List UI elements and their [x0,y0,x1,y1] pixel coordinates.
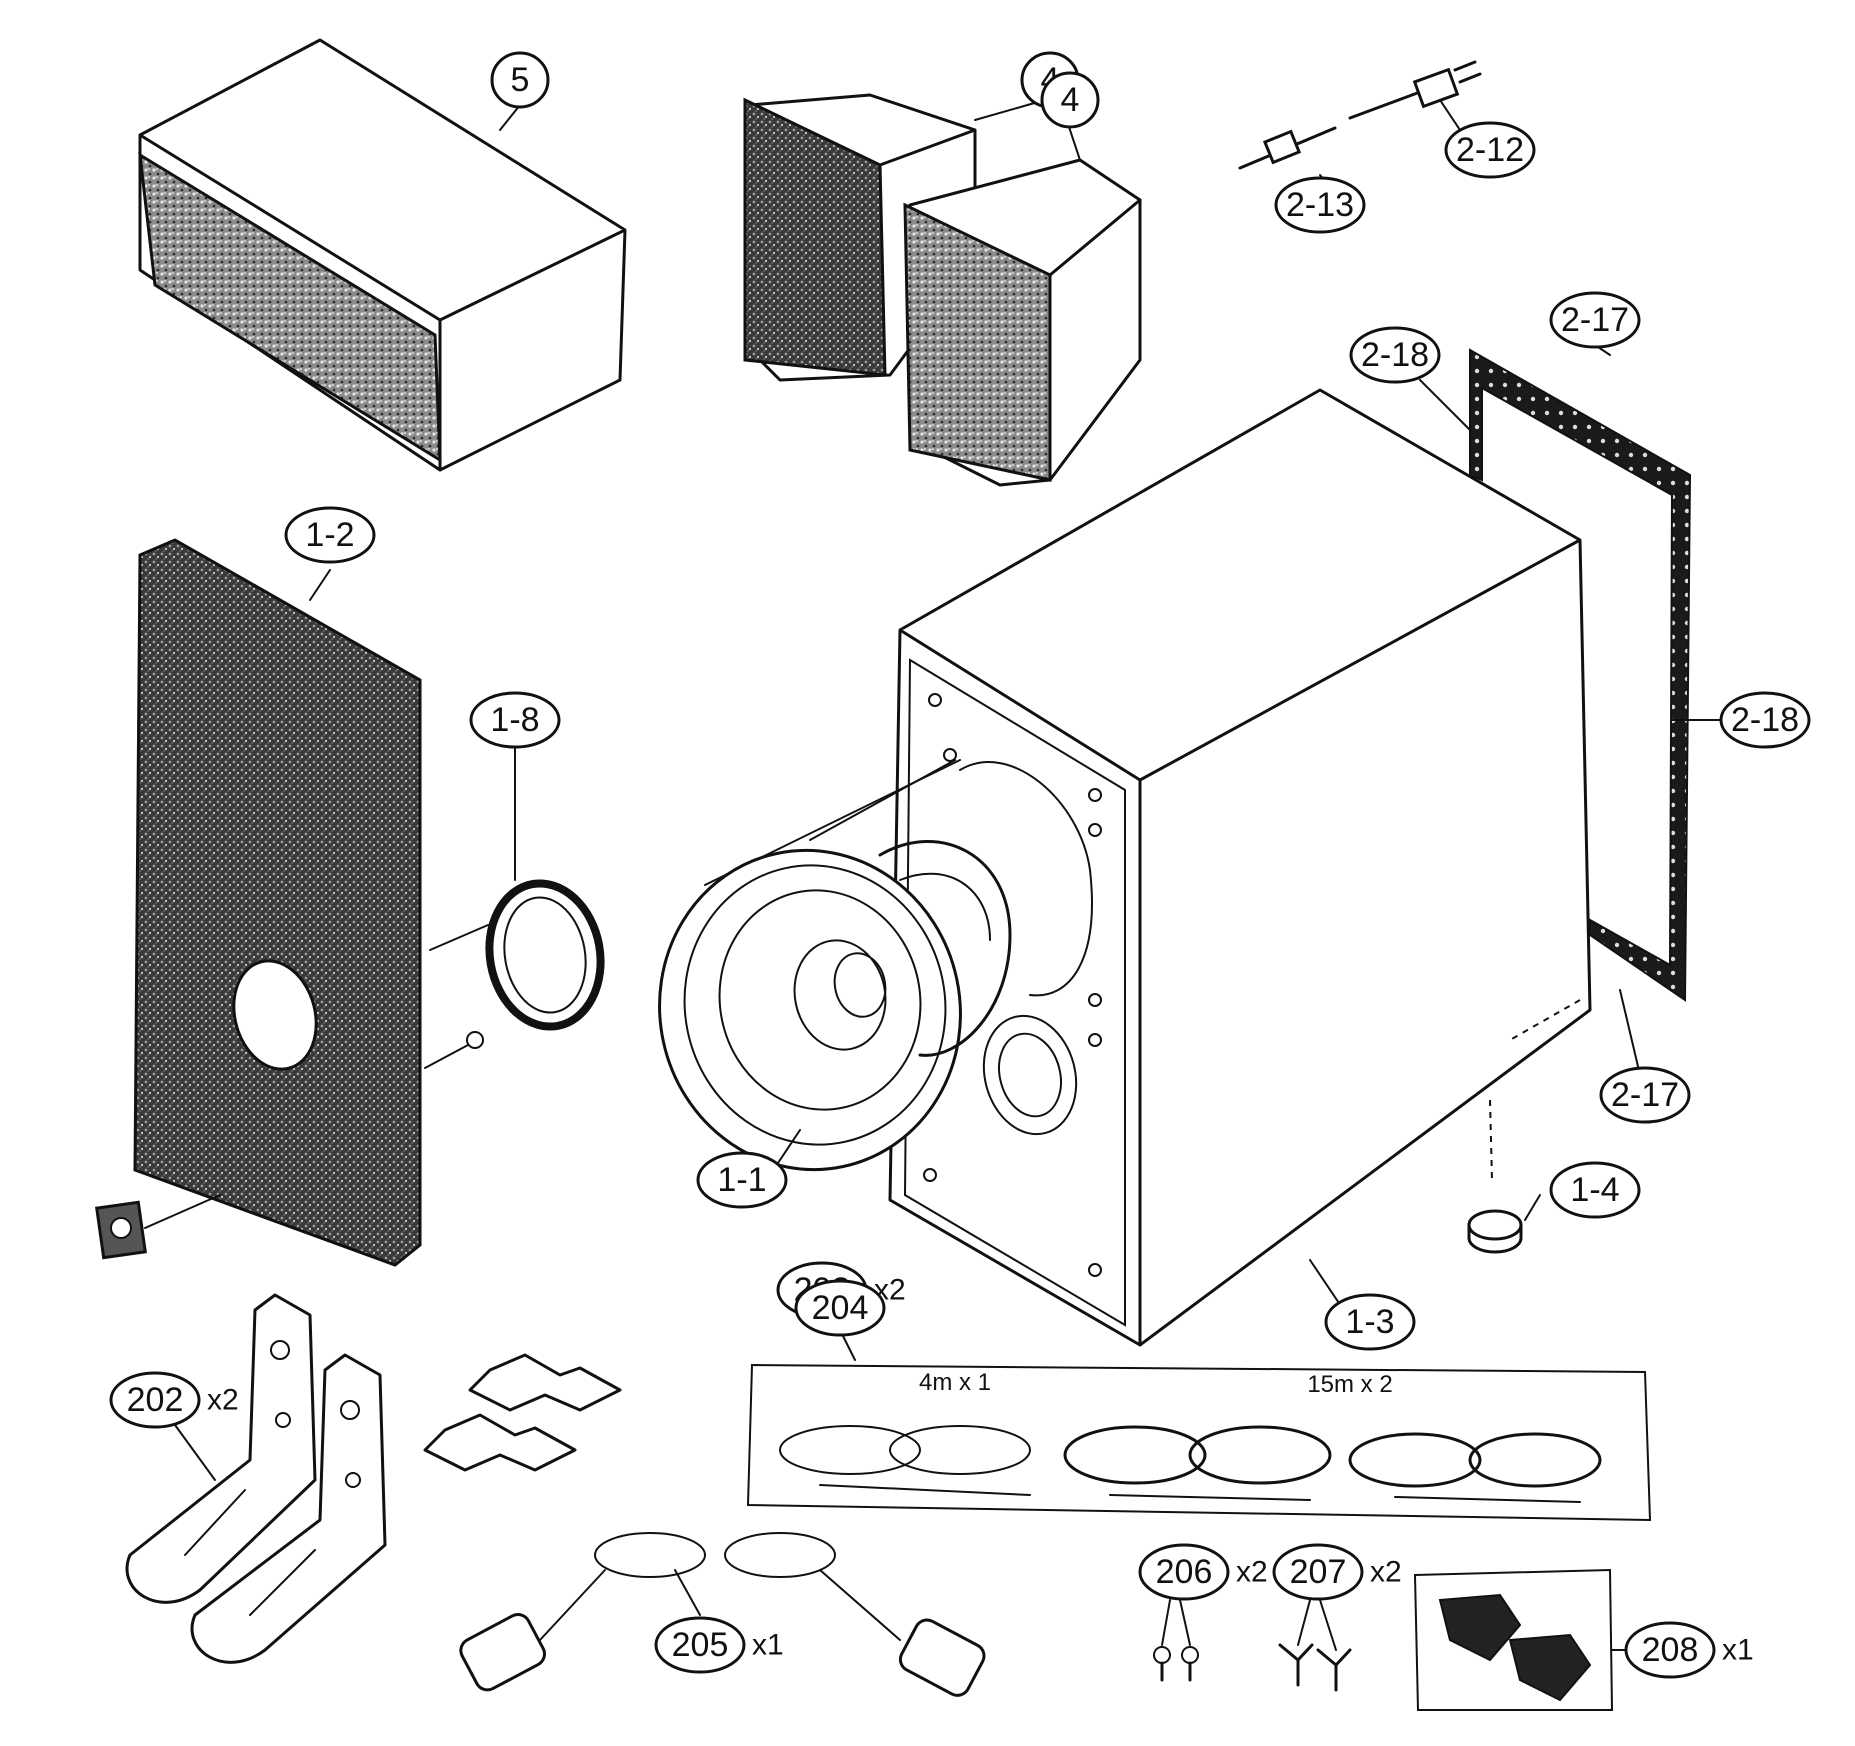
part-label-oval [1349,326,1441,384]
part-label-oval [1444,121,1536,179]
part-label-oval [1040,71,1100,129]
part-label-oval [1549,291,1641,349]
screw [424,1031,484,1069]
part-labels: 5442-122-132-172-182-182-171-21-81-11-41… [109,51,1811,1679]
wall-bracket-right [190,1353,387,1664]
part-quantity: x2 [1236,1556,1268,1589]
speaker-cable-4m [779,1425,1031,1496]
part-label-207: 207 x2 [1272,1543,1402,1601]
part-label-oval [1599,1066,1691,1124]
part-label-oval [1324,1293,1416,1351]
part-label-oval [490,51,550,109]
cable-clips [1413,1568,1614,1711]
part-label-2-17: 2-17 [1599,1066,1691,1124]
part-number: 207 [1290,1553,1347,1591]
part-number: 5 [511,61,530,99]
subwoofer-cabinet [888,388,1592,1347]
part-label-205: 205 x1 [654,1616,784,1674]
gasket-frame [1469,348,1692,1002]
part-label-oval [109,1371,201,1429]
part-label-oval [1719,691,1811,749]
speaker-cable-set [746,1363,1652,1522]
part-label-4: 4 [1040,71,1100,129]
part-quantity: x1 [752,1629,784,1662]
part-quantity: x2 [207,1384,239,1417]
satellite-speaker-left [743,93,977,382]
front-grille-panel [133,538,422,1267]
part-label-2-18: 2-18 [1719,691,1811,749]
part-label-1-2: 1-2 [284,506,376,564]
part-number: 2-12 [1456,131,1524,169]
part-label-206: 206 x2 [1138,1543,1268,1601]
part-number: 1-2 [305,516,354,554]
part-number: 2-13 [1286,186,1354,224]
part-number: 1-4 [1570,1171,1619,1209]
part-label-2-17: 2-17 [1549,291,1641,349]
part-label-oval [1138,1543,1230,1601]
cable-length-short: 4m x 1 [919,1369,991,1396]
part-label-oval [654,1616,746,1674]
port-ring [429,879,605,1031]
part-number: 205 [672,1626,729,1664]
satellite-speaker-right [903,158,1142,487]
woofer-driver [658,759,1012,1172]
speaker-cable-15m-a [1063,1425,1332,1501]
part-label-oval [1274,176,1366,234]
part-label-208: 208 x1 [1624,1621,1754,1679]
rubber-foot [1467,1209,1523,1254]
system-cable [459,1532,986,1697]
part-label-oval [284,506,376,564]
part-label-1-1: 1-1 [696,1151,788,1209]
part-label-5: 5 [490,51,550,109]
part-quantity: x2 [1370,1556,1402,1589]
power-plug [1348,60,1482,120]
speaker-cable-15m-b [1348,1432,1602,1503]
part-number: 1-8 [490,701,539,739]
center-speaker [138,38,627,472]
part-number: 206 [1156,1553,1213,1591]
part-number: 2-18 [1731,701,1799,739]
part-label-2-12: 2-12 [1444,121,1536,179]
part-label-1-4: 1-4 [1549,1161,1641,1219]
cable-length-long: 15m x 2 [1307,1371,1392,1398]
cable-clamp [423,1353,622,1472]
part-label-1-3: 1-3 [1324,1293,1416,1351]
cable-connector [1238,126,1337,170]
part-label-202: 202 x2 [109,1371,239,1429]
part-label-oval [1624,1621,1716,1679]
part-number: 1-3 [1345,1303,1394,1341]
part-number: 204 [812,1289,869,1327]
terminal-plate [95,1194,221,1260]
screws [1153,1646,1199,1682]
part-label-oval [1549,1161,1641,1219]
wall-bracket-left [125,1293,317,1604]
part-label-oval [1272,1543,1364,1601]
part-number: 1-1 [717,1161,766,1199]
part-number: 2-17 [1611,1076,1679,1114]
part-number: 202 [127,1381,184,1419]
part-label-oval [696,1151,788,1209]
part-label-204: 204 [794,1279,886,1337]
part-label-1-8: 1-8 [469,691,561,749]
part-label-2-18: 2-18 [1349,326,1441,384]
part-number: 208 [1642,1631,1699,1669]
part-label-oval [794,1279,886,1337]
part-number: 2-17 [1561,301,1629,339]
part-label-2-13: 2-13 [1274,176,1366,234]
part-number: 2-18 [1361,336,1429,374]
wing-bolts [1278,1643,1352,1692]
part-label-oval [469,691,561,749]
part-number: 4 [1061,81,1080,119]
part-quantity: x1 [1722,1634,1754,1667]
